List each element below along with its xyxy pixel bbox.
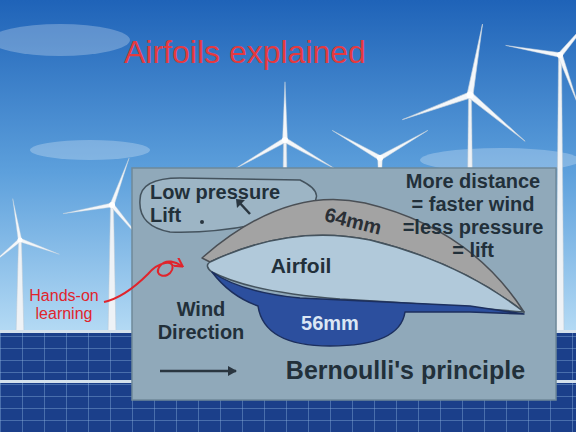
hand-drawn-arrow — [104, 261, 182, 302]
principle-label: Bernoulli's principle — [258, 356, 553, 385]
clouds — [0, 24, 576, 172]
hands-on-note: Hands-on learning — [8, 287, 120, 324]
wind-arrow — [160, 370, 236, 373]
wind-label: Wind Direction — [140, 298, 262, 344]
lower-surface-band: 56mm — [205, 262, 527, 350]
info-panel — [132, 168, 556, 400]
diagram-title: Airfoils explained — [124, 34, 424, 71]
explanation-text: More distance = faster wind =less pressu… — [398, 170, 548, 262]
node-text: 56mm — [288, 312, 372, 335]
node-text: Low pressure Lift — [150, 181, 290, 227]
node-text: Airfoil — [246, 254, 356, 278]
lower-surface-band-outline — [205, 262, 527, 350]
